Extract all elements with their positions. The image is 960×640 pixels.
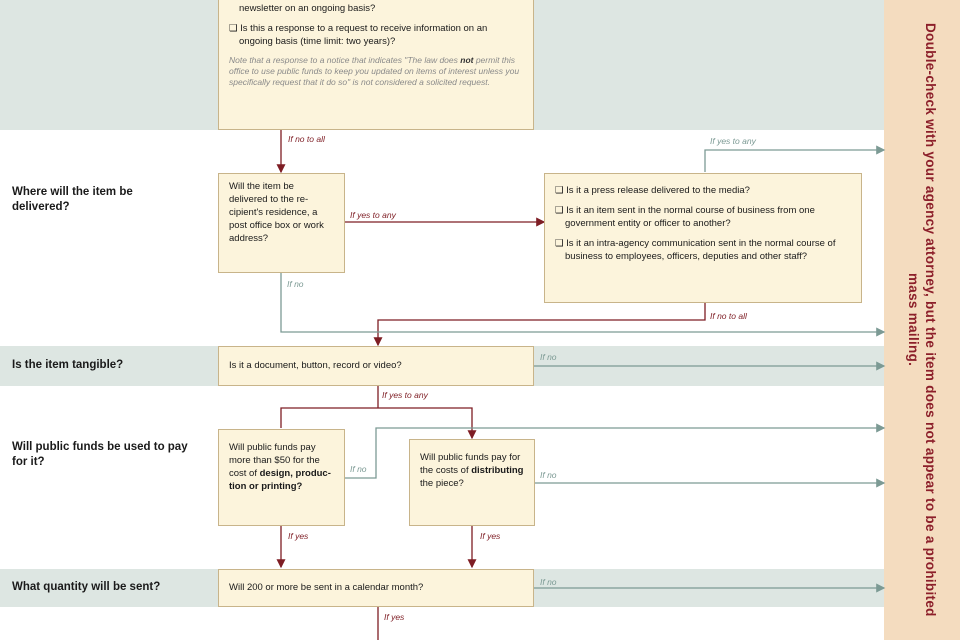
label-yes-design: If yes: [288, 531, 309, 541]
question-quantity: What quantity will be sent?: [12, 581, 161, 593]
label-yes-distribute: If yes: [480, 531, 501, 541]
delivered-box: Will the item be delivered to the re-cip…: [218, 173, 345, 273]
arrow-design-no-exit: [345, 423, 886, 479]
label-yes-to-any-exit: If yes to any: [710, 136, 756, 146]
exception-item-government: ❑ Is it an item sent in the normal cours…: [555, 205, 815, 229]
label-yes-to-any-tangible: If yes to any: [382, 390, 428, 400]
label-no-to-all-top: If no to all: [288, 134, 325, 144]
solicited-request-box: ❑ Is this an unsolicited request to rece…: [218, 0, 534, 130]
top-box-note: Note that a response to a notice that in…: [229, 55, 520, 87]
arrow-exceptions-to-tangible: [373, 302, 706, 347]
label-no-distribute: If no: [540, 470, 557, 480]
label-yes-to-any-delivered: If yes to any: [350, 210, 396, 220]
label-no-to-all-exceptions: If no to all: [710, 311, 747, 321]
label-no-design: If no: [350, 464, 367, 474]
design-box: Will public funds pay more than $50 for …: [218, 429, 345, 526]
question-funds: Will public funds be used to pay for it?: [12, 441, 188, 468]
label-no-delivered: If no: [287, 279, 304, 289]
exceptions-box: ❑ Is it a press release delivered to the…: [544, 173, 862, 303]
exception-item-intra-agency: ❑ Is it an intra-agency communication se…: [555, 238, 836, 262]
exception-item-press: ❑ Is it a press release delivered to the…: [555, 185, 750, 196]
distribute-box: Will public funds pay for the costs of d…: [409, 439, 535, 526]
quantity-box: Will 200 or more be sent in a calendar m…: [218, 569, 534, 607]
label-no-tangible: If no: [540, 352, 557, 362]
top-box-item-1: ❑ Is this an unsolicited request to rece…: [229, 0, 491, 14]
question-tangible: Is the item tangible?: [12, 359, 124, 371]
tangible-box: Is it a document, button, record or vide…: [218, 346, 534, 386]
label-yes-quantity: If yes: [384, 612, 405, 622]
question-delivered: Where will the item be delivered?: [12, 186, 133, 213]
label-no-quantity: If no: [540, 577, 557, 587]
conclusion-sidebar: [884, 0, 960, 640]
sidebar-conclusion-text: Double-check with your agency attorney, …: [906, 23, 938, 617]
arrow-delivered-no-exit: [280, 272, 886, 337]
top-box-item-2: ❑ Is this a response to a request to rec…: [229, 23, 488, 47]
arrow-exceptions-yes-exit: [704, 145, 886, 172]
